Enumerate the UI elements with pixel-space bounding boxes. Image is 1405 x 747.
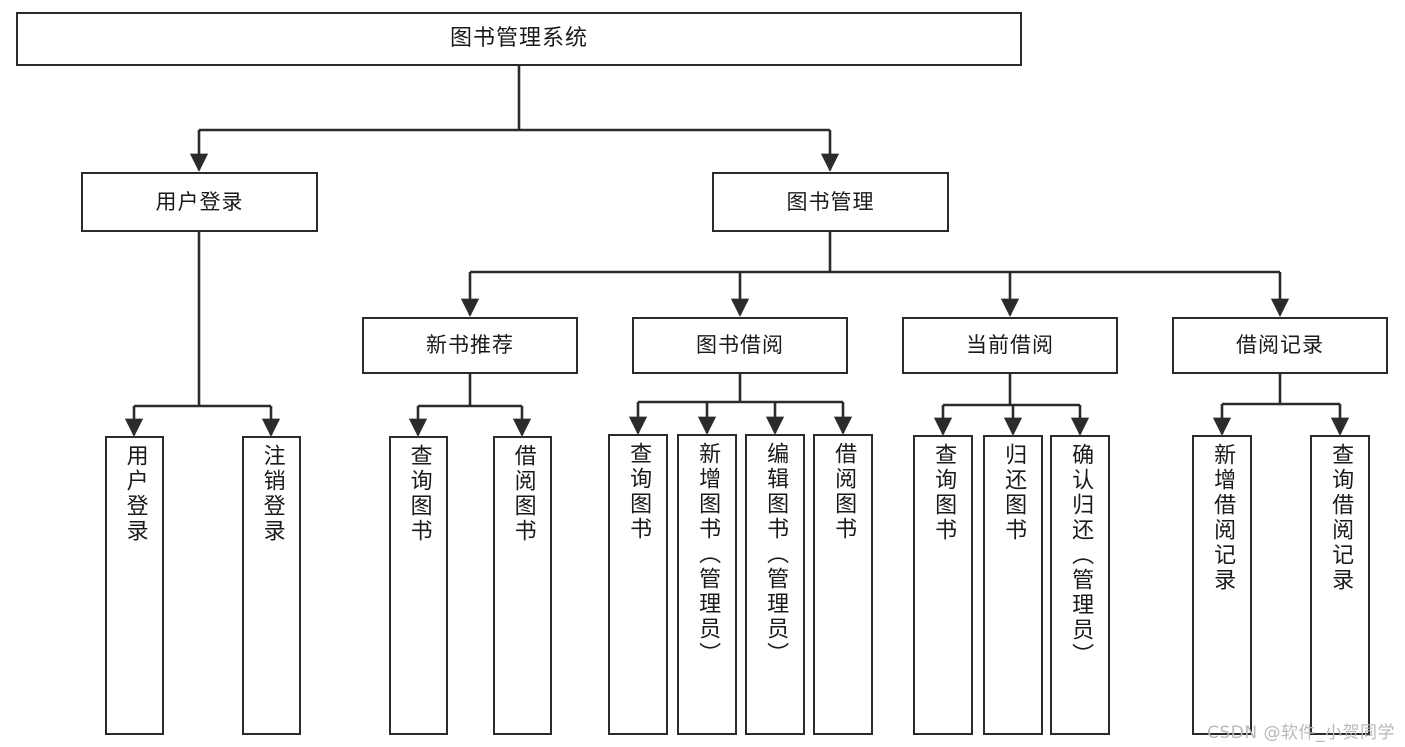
node-new-book-recommend[interactable]: 新书推荐 xyxy=(362,317,578,374)
node-book-management[interactable]: 图书管理 xyxy=(712,172,949,232)
node-label: 图书借阅 xyxy=(696,333,784,358)
node-label: 查询图书 xyxy=(406,444,432,544)
leaf-return-book[interactable]: 归还图书 xyxy=(983,435,1043,735)
leaf-user-login[interactable]: 用户登录 xyxy=(105,436,164,735)
node-label: 用户登录 xyxy=(155,189,244,214)
node-root-book-management-system[interactable]: 图书管理系统 xyxy=(16,12,1022,66)
node-label: 当前借阅 xyxy=(966,333,1054,358)
node-label: 借阅图书 xyxy=(831,442,857,542)
leaf-borrow-book-recommend[interactable]: 借阅图书 xyxy=(493,436,552,735)
leaf-borrow-book-borrow[interactable]: 借阅图书 xyxy=(813,434,873,735)
node-label: 新增图书（管理员） xyxy=(695,442,721,667)
node-label: 确认归还（管理员） xyxy=(1068,443,1094,668)
leaf-query-book-recommend[interactable]: 查询图书 xyxy=(389,436,448,735)
node-label: 借阅记录 xyxy=(1236,333,1324,358)
node-label: 新增借阅记录 xyxy=(1210,443,1236,593)
leaf-query-borrow-record[interactable]: 查询借阅记录 xyxy=(1310,435,1370,735)
node-user-login[interactable]: 用户登录 xyxy=(81,172,318,232)
leaf-add-book-admin[interactable]: 新增图书（管理员） xyxy=(677,434,737,735)
leaf-query-book-current[interactable]: 查询图书 xyxy=(913,435,973,735)
node-label: 查询图书 xyxy=(626,442,652,542)
leaf-query-book-borrow[interactable]: 查询图书 xyxy=(608,434,668,735)
node-current-borrow[interactable]: 当前借阅 xyxy=(902,317,1118,374)
csdn-watermark: CSDN @软件_小贺同学 xyxy=(1207,723,1395,743)
node-label: 查询图书 xyxy=(931,443,957,543)
node-label: 编辑图书（管理员） xyxy=(763,442,789,667)
node-label: 用户登录 xyxy=(122,444,148,544)
node-borrow-record[interactable]: 借阅记录 xyxy=(1172,317,1388,374)
node-label: 归还图书 xyxy=(1001,443,1027,543)
leaf-logout-login[interactable]: 注销登录 xyxy=(242,436,301,735)
node-book-borrow[interactable]: 图书借阅 xyxy=(632,317,848,374)
leaf-confirm-return-admin[interactable]: 确认归还（管理员） xyxy=(1050,435,1110,735)
node-label: 借阅图书 xyxy=(510,444,536,544)
node-label: 图书管理系统 xyxy=(449,26,588,52)
node-label: 查询借阅记录 xyxy=(1328,443,1354,593)
node-label: 注销登录 xyxy=(259,444,285,544)
node-label: 新书推荐 xyxy=(426,333,514,358)
node-label: 图书管理 xyxy=(786,189,875,214)
leaf-add-borrow-record[interactable]: 新增借阅记录 xyxy=(1192,435,1252,735)
leaf-edit-book-admin[interactable]: 编辑图书（管理员） xyxy=(745,434,805,735)
